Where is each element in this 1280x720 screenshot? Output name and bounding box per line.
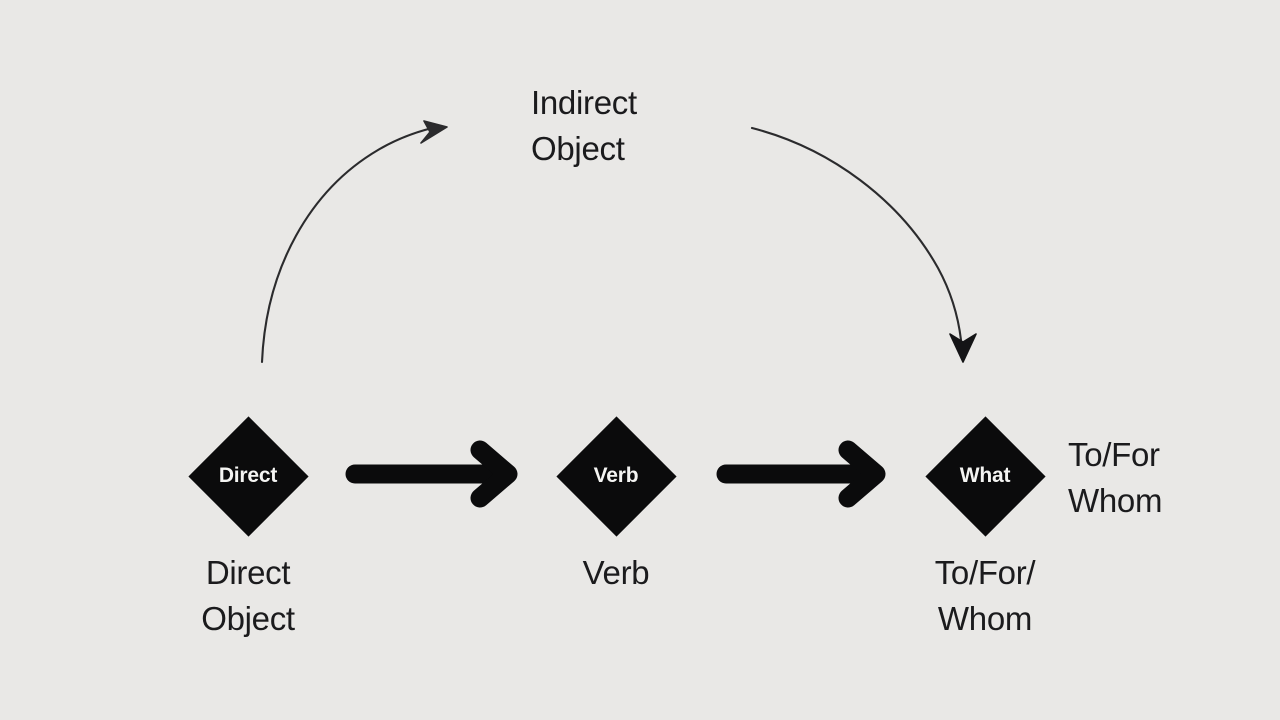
curved-arrow-up-right-icon xyxy=(260,120,448,364)
caption-what: To/For/Whom xyxy=(875,550,1095,642)
side-label-line1: To/For xyxy=(1068,436,1160,473)
caption-verb: Verb xyxy=(516,550,716,596)
node-what[interactable]: What xyxy=(924,415,1046,537)
caption-direct-line1: Direct xyxy=(205,554,291,591)
node-verb[interactable]: Verb xyxy=(555,415,677,537)
page-title-line1: Indirect xyxy=(531,84,637,121)
caption-verb-line1: Verb xyxy=(582,554,650,591)
arrow-right-icon xyxy=(716,440,886,508)
caption-what-line2: Whom xyxy=(937,600,1033,637)
node-what-label: What xyxy=(959,464,1011,487)
caption-direct-line2: Object xyxy=(201,600,295,637)
curved-arrow-down-icon xyxy=(750,126,977,363)
node-verb-label: Verb xyxy=(593,464,639,487)
node-direct-label: Direct xyxy=(218,464,278,487)
arrow-right-icon xyxy=(345,440,518,508)
side-label-line2: Whom xyxy=(1068,482,1163,519)
node-direct[interactable]: Direct xyxy=(187,415,309,537)
caption-what-line1: To/For/ xyxy=(934,554,1036,591)
page-title-line2: Object xyxy=(531,130,625,167)
